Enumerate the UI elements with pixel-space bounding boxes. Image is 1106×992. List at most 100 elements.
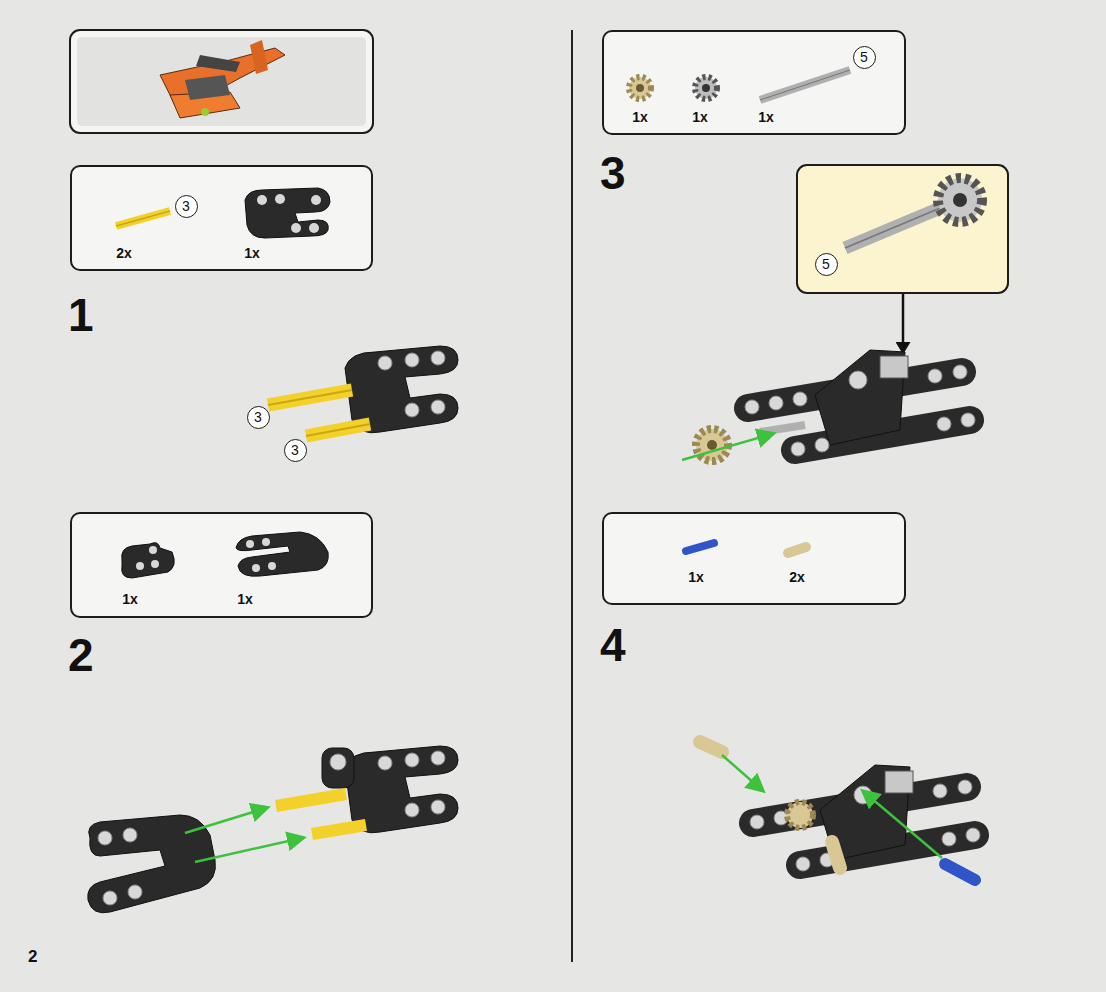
step3-build-shape: [815, 438, 829, 452]
model-preview: [160, 40, 285, 118]
callout-number: 5: [860, 50, 868, 64]
parts-step2-shape: [246, 540, 254, 548]
parts-step2-shape: [252, 564, 260, 572]
step-number: 2: [68, 632, 94, 678]
part-quantity: 1x: [688, 570, 704, 584]
model-preview-shape: [196, 55, 240, 72]
step2-build-shape-shape: [431, 800, 445, 814]
panel-fills-shape: [602, 512, 906, 605]
step3-build-shape: [961, 413, 975, 427]
step3-build-shape: [880, 356, 908, 378]
step2-build-shape: [128, 885, 142, 899]
panel-fills-shape: [70, 30, 373, 133]
step3-gear-shape: [707, 440, 717, 450]
callout-circle: 5: [853, 46, 876, 69]
parts-step3-shape: [636, 84, 644, 92]
parts-step3-shape: [695, 77, 717, 99]
step2-build-shape-shape: [405, 753, 419, 767]
parts-step4-shape: [686, 543, 714, 551]
step3-build: [745, 350, 975, 456]
part-quantity: 2x: [116, 246, 132, 260]
model-preview-shape: [201, 108, 209, 116]
parts-step1-shape: [275, 194, 285, 204]
parts-step3: [629, 70, 850, 100]
step4-build-shape-shape: [933, 784, 947, 798]
step4-build-shape-shape: [958, 780, 972, 794]
model-preview-shape: [185, 75, 230, 100]
parts-step1-shape: [116, 211, 170, 226]
parts-step1-shape: [257, 195, 267, 205]
step4-build-shape: [864, 792, 942, 858]
part-quantity: 1x: [244, 246, 260, 260]
step2-build-shape: [312, 825, 366, 834]
parts-step3-shape: [629, 77, 651, 99]
step-number: 1: [68, 292, 94, 338]
step3-build-shape: [937, 417, 951, 431]
panel-fills-shape: [70, 512, 373, 618]
step3-build-shape: [769, 396, 783, 410]
callout-number: 3: [291, 443, 299, 457]
step2-build-shape: [123, 828, 137, 842]
step3-build-shape: [928, 369, 942, 383]
parts-step4: [686, 543, 806, 553]
step3-subassembly-shape: [953, 193, 967, 207]
callout-number: 5: [822, 257, 830, 271]
parts-step2-shape: [122, 543, 175, 578]
parts-step1-shape: [311, 195, 321, 205]
callout-circle: 3: [284, 439, 307, 462]
step1-build-shape: [431, 400, 445, 414]
parts-box: 1x1x: [70, 512, 373, 618]
step1-build-shape: [405, 353, 419, 367]
step1-build-shape: [268, 390, 352, 405]
step4-build: [700, 742, 980, 880]
parts-box: 1x1x1x5: [602, 30, 906, 135]
part-quantity: 1x: [237, 592, 253, 606]
callout-circle: 3: [247, 406, 270, 429]
panel-fills-shape: [797, 165, 1008, 293]
parts-box: 2x1x3: [70, 165, 373, 271]
step2-build-shape-shape: [378, 756, 392, 770]
panel-fills-shape: [77, 37, 366, 126]
step4-build-shape: [722, 755, 762, 790]
step4-build-shape: [750, 765, 980, 871]
part-quantity: 1x: [692, 110, 708, 124]
parts-step3-shape: [760, 70, 850, 100]
parts-step2-shape: [262, 538, 270, 546]
step2-build: [88, 746, 458, 913]
step2-build-shape: [103, 891, 117, 905]
parts-step1-shape: [291, 223, 301, 233]
step-number: 3: [600, 150, 626, 196]
parts-step3-shape: [702, 84, 710, 92]
step2-build-shape-shape: [405, 803, 419, 817]
step4-build-shape: [945, 864, 975, 880]
parts-step2-shape: [136, 562, 144, 570]
step3-subassembly-shape: [902, 294, 905, 352]
step1-build: [268, 346, 458, 436]
step3-build-shape: [953, 365, 967, 379]
step3-gear-shape: [682, 434, 772, 460]
parts-step2-shape: [151, 560, 159, 568]
step3-subassembly-shape: [938, 178, 982, 222]
parts-step1-shape: [116, 211, 170, 226]
step1-build-shape: [378, 356, 392, 370]
parts-step2-shape: [268, 562, 276, 570]
step4-build-shape-shape: [942, 832, 956, 846]
panel-fills: [70, 30, 1008, 618]
step3-build-shape: [745, 400, 759, 414]
divider: [571, 30, 573, 962]
step2-build-shape: [185, 808, 266, 833]
parts-step1-shape: [245, 188, 330, 238]
part-quantity: 1x: [758, 110, 774, 124]
step3-subassembly: [845, 178, 982, 352]
step3-build-shape: [791, 442, 805, 456]
step3-subassembly-shape: [845, 206, 945, 248]
step2-build-shape: [98, 831, 112, 845]
parts-step2: [122, 532, 329, 578]
parts-step2-shape: [149, 546, 157, 554]
parts-box: 1x2x: [602, 512, 906, 605]
step3-subassembly-shape: [845, 206, 945, 248]
model-preview-shape: [250, 40, 268, 74]
parts-step1-shape: [309, 223, 319, 233]
